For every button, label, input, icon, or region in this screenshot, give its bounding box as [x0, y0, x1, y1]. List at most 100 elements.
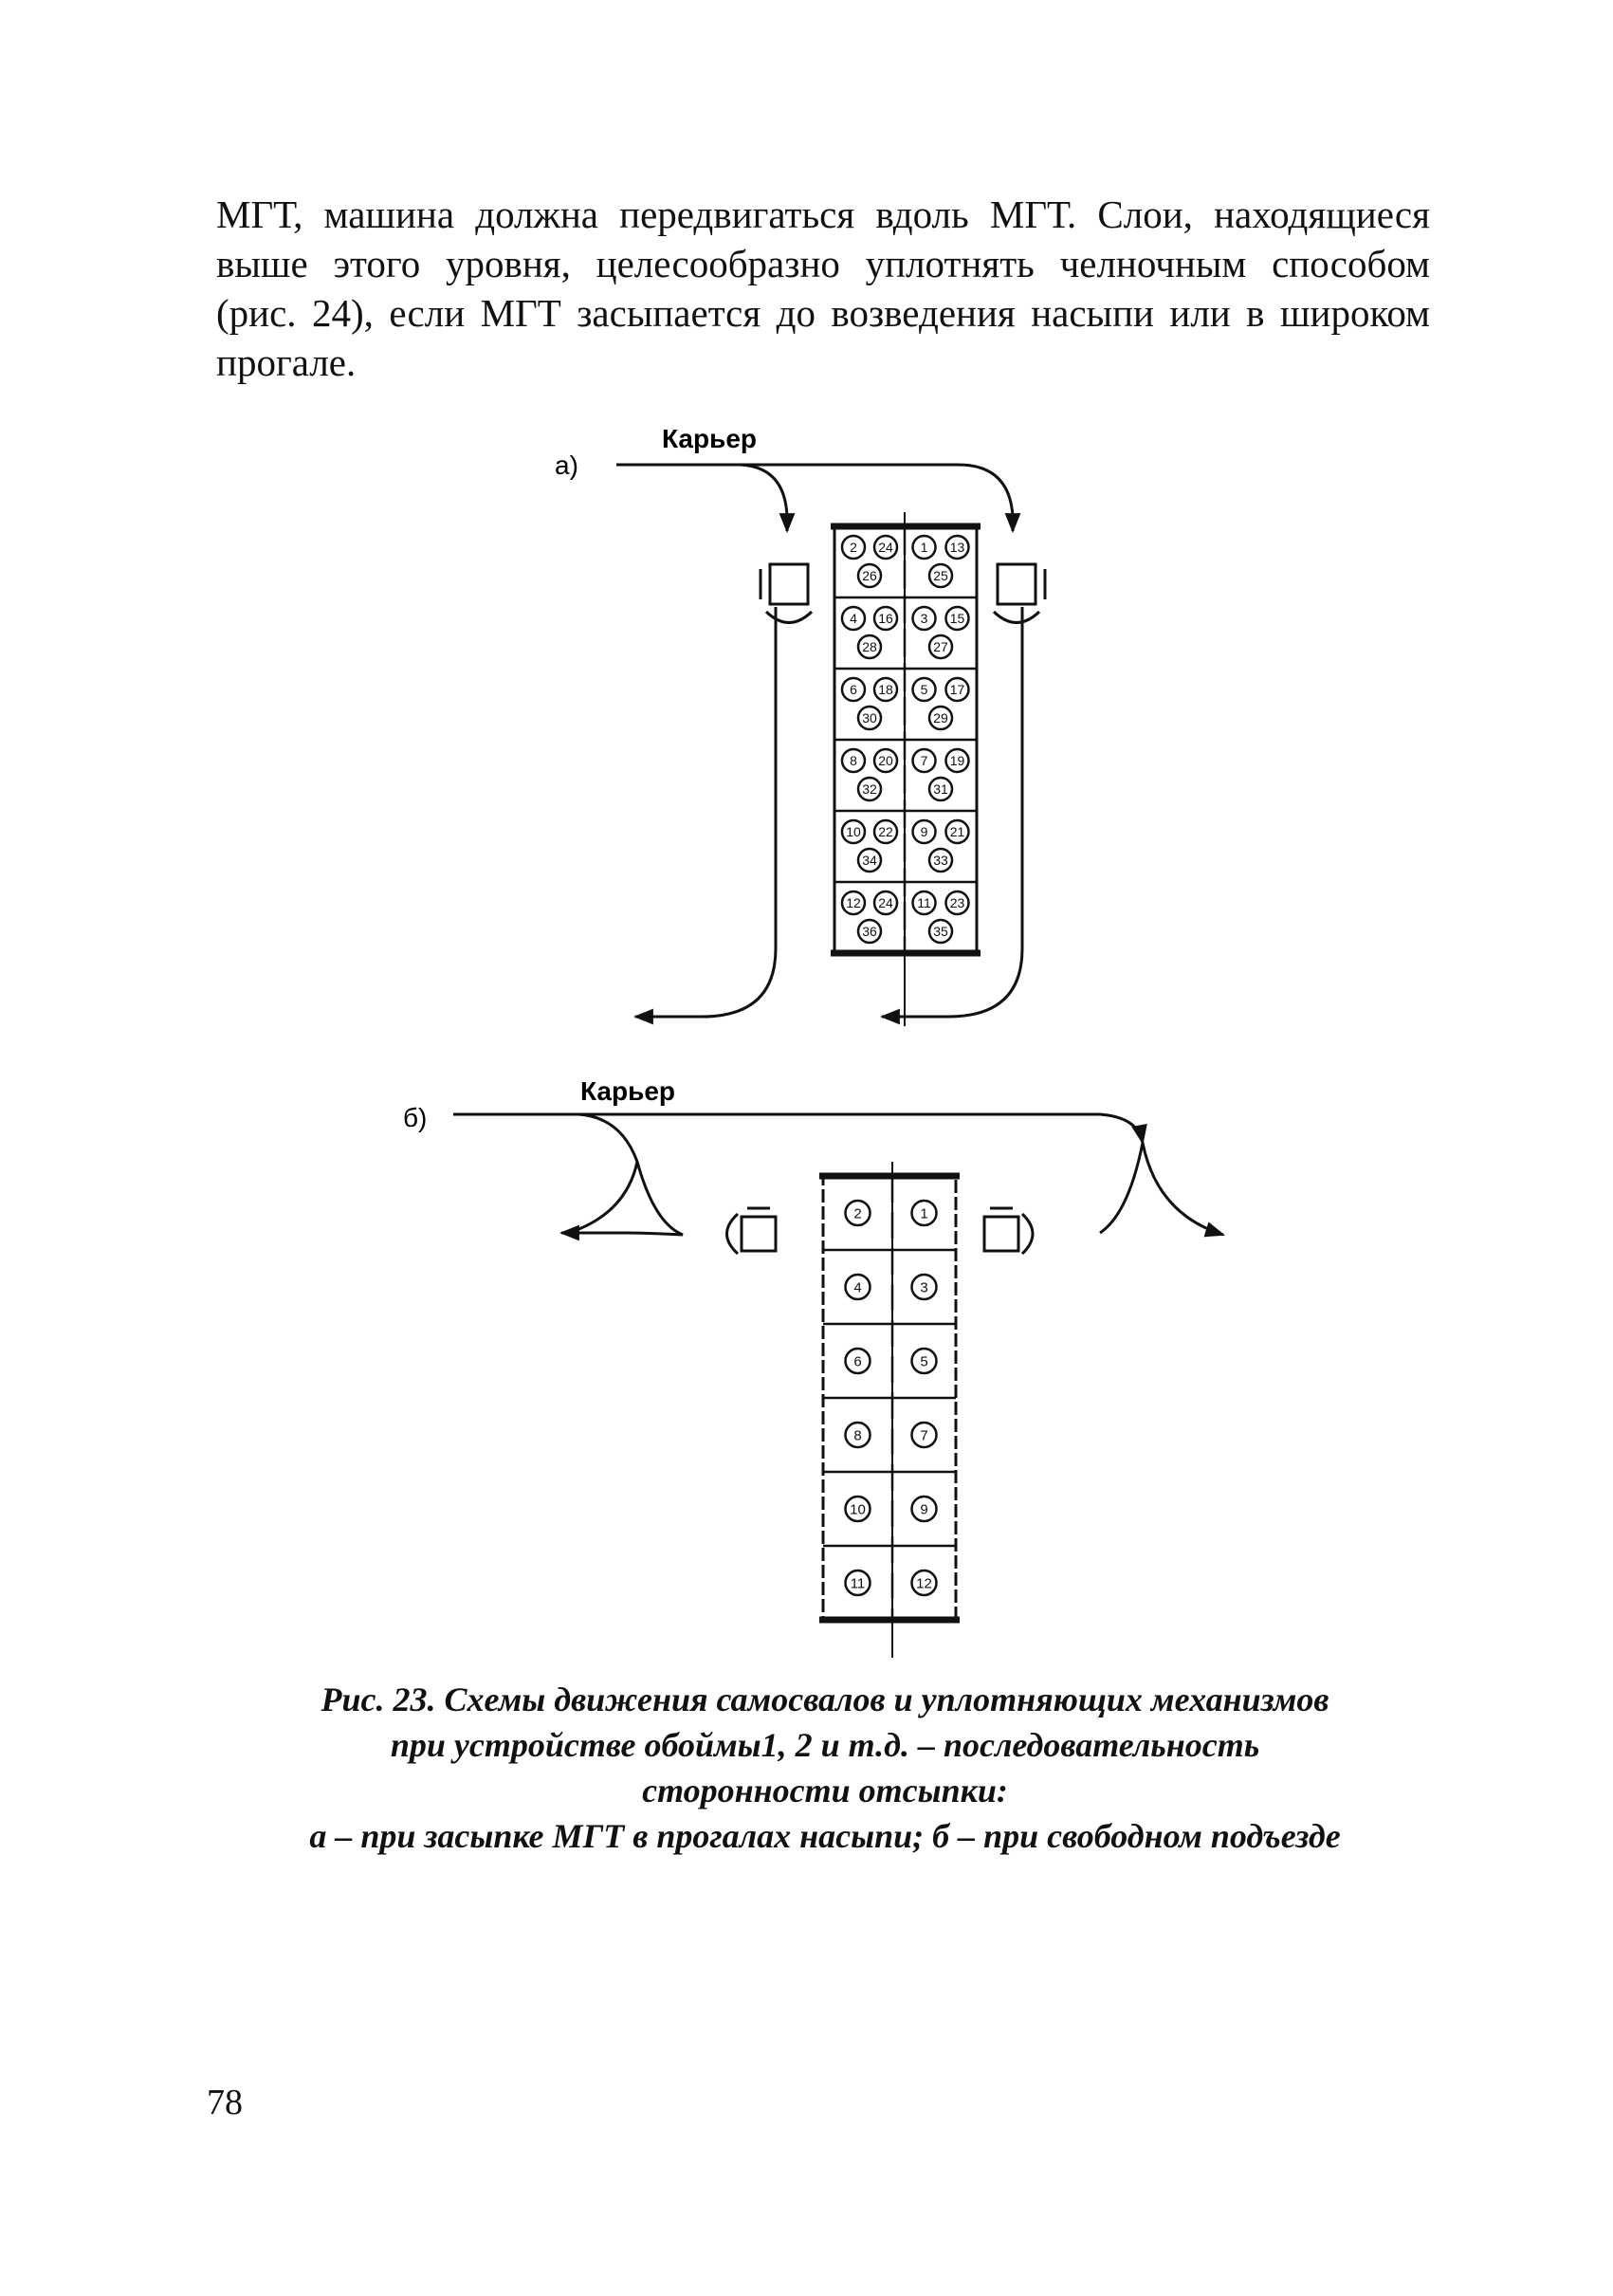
panel-a-order-number: 10 — [840, 818, 867, 845]
svg-text:9: 9 — [920, 1501, 927, 1517]
panel-a-order-number: 24 — [872, 890, 899, 916]
svg-text:28: 28 — [862, 639, 877, 654]
panel-a-order-number: 35 — [927, 918, 954, 945]
page-number: 78 — [207, 2083, 243, 2122]
svg-text:6: 6 — [853, 1353, 861, 1369]
panel-a-order-number: 2 — [840, 534, 867, 560]
panel-a-order-number: 6 — [840, 676, 867, 703]
panel-b-order-number: 11 — [844, 1569, 871, 1597]
panel-a-right-roller-icon — [992, 562, 1047, 624]
panel-a-order-number: 13 — [944, 534, 970, 560]
caption-line: а – при засыпке МГТ в прогалах насыпи; б… — [309, 1817, 1341, 1855]
svg-text:29: 29 — [933, 710, 948, 726]
panel-a-order-number: 20 — [872, 747, 899, 774]
panel-a-order-number: 4 — [840, 605, 867, 632]
panel-a-order-number: 31 — [927, 776, 954, 802]
panel-a-order-number: 27 — [927, 634, 954, 660]
svg-text:35: 35 — [933, 924, 948, 939]
svg-text:4: 4 — [853, 1279, 861, 1295]
caption-line: сторонности отсыпки: — [642, 1772, 1008, 1809]
panel-b-order-number: 9 — [910, 1495, 938, 1523]
panel-a-order-number: 12 — [840, 890, 867, 916]
svg-text:4: 4 — [850, 611, 857, 626]
panel-b-source-label: Карьер — [580, 1076, 675, 1106]
panel-a-order-number: 36 — [856, 918, 883, 945]
svg-text:3: 3 — [920, 1279, 927, 1295]
panel-a-order-number: 33 — [927, 847, 954, 873]
svg-text:11: 11 — [851, 1575, 866, 1591]
panel-a-order-number: 11 — [911, 890, 937, 916]
panel-b-order-number: 4 — [844, 1273, 871, 1301]
svg-text:32: 32 — [862, 781, 877, 797]
panel-a-route-right-return — [879, 607, 1024, 1025]
panel-b-order-number: 6 — [844, 1347, 871, 1375]
panel-b-left-roller-icon — [725, 1206, 778, 1256]
panel-b-order-number: 7 — [910, 1421, 938, 1449]
panel-a-order-number: 28 — [856, 634, 883, 660]
panel-b-label: б) — [403, 1103, 427, 1132]
panel-a-order-number: 17 — [944, 676, 970, 703]
paragraph-line: (рис. 24), если МГТ засыпается до возвед… — [216, 291, 1430, 335]
svg-text:30: 30 — [862, 710, 877, 726]
panel-a-order-number: 29 — [927, 705, 954, 731]
caption-line: при устройстве обоймы1, 2 и т.д. – после… — [390, 1726, 1260, 1764]
svg-text:19: 19 — [950, 753, 965, 768]
svg-text:18: 18 — [878, 682, 893, 697]
paragraph-line: выше этого уровня, целесообразно уплотня… — [216, 242, 1430, 285]
svg-text:7: 7 — [921, 753, 928, 768]
panel-a-order-number: 1 — [911, 534, 937, 560]
panel-a-order-number: 5 — [911, 676, 937, 703]
panel-b-right-turnaround — [1141, 1142, 1226, 1238]
svg-text:9: 9 — [921, 824, 928, 839]
svg-text:7: 7 — [920, 1427, 927, 1443]
svg-text:17: 17 — [950, 682, 965, 697]
panel-a-order-number: 22 — [872, 818, 899, 845]
svg-text:21: 21 — [950, 824, 965, 839]
panel-a-label: а) — [555, 450, 578, 480]
panel-b-order-number: 8 — [844, 1421, 871, 1449]
svg-text:1: 1 — [921, 540, 928, 555]
panel-a-order-number: 8 — [840, 747, 867, 774]
panel-a-order-number: 26 — [856, 562, 883, 589]
panel-b-order-number: 1 — [910, 1199, 938, 1227]
caption-line: Рис. 23. Схемы движения самосвалов и упл… — [321, 1681, 1329, 1718]
panel-b-order-number: 5 — [910, 1347, 938, 1375]
svg-text:1: 1 — [920, 1205, 927, 1221]
body-paragraph: МГТ, машина должна передвигаться вдоль М… — [216, 190, 1430, 387]
panel-a-left-roller-icon — [759, 562, 814, 624]
svg-text:5: 5 — [920, 1353, 927, 1369]
svg-text:31: 31 — [933, 781, 948, 797]
svg-text:2: 2 — [853, 1205, 861, 1221]
svg-text:10: 10 — [846, 824, 861, 839]
svg-text:15: 15 — [950, 611, 965, 626]
svg-text:24: 24 — [878, 895, 893, 910]
panel-a-order-number: 19 — [944, 747, 970, 774]
panel-a-order-number: 18 — [872, 676, 899, 703]
svg-text:34: 34 — [862, 853, 877, 868]
panel-a-order-number: 9 — [911, 818, 937, 845]
panel-b-order-number: 3 — [910, 1273, 938, 1301]
panel-a-order-number: 7 — [911, 747, 937, 774]
svg-text:11: 11 — [917, 895, 931, 910]
panel-a-route-left-return — [632, 607, 778, 1025]
svg-text:22: 22 — [878, 824, 893, 839]
panel-a-order-number: 30 — [856, 705, 883, 731]
svg-text:10: 10 — [850, 1501, 866, 1517]
panel-a-order-number: 16 — [872, 605, 899, 632]
panel-b-right-roller-icon — [982, 1206, 1035, 1256]
svg-text:25: 25 — [933, 568, 948, 583]
panel-b-left-back — [568, 1161, 639, 1235]
svg-text:27: 27 — [933, 639, 948, 654]
panel-a-source-label: Карьер — [662, 424, 757, 453]
panel-a-order-number: 21 — [944, 818, 970, 845]
paragraph-line: прогале. — [216, 340, 357, 384]
svg-text:8: 8 — [850, 753, 857, 768]
svg-text:33: 33 — [933, 853, 948, 868]
panel-a-order-number: 15 — [944, 605, 970, 632]
svg-text:24: 24 — [878, 540, 893, 555]
panel-a-order-number: 32 — [856, 776, 883, 802]
panel-b-route-top — [453, 1112, 1147, 1146]
